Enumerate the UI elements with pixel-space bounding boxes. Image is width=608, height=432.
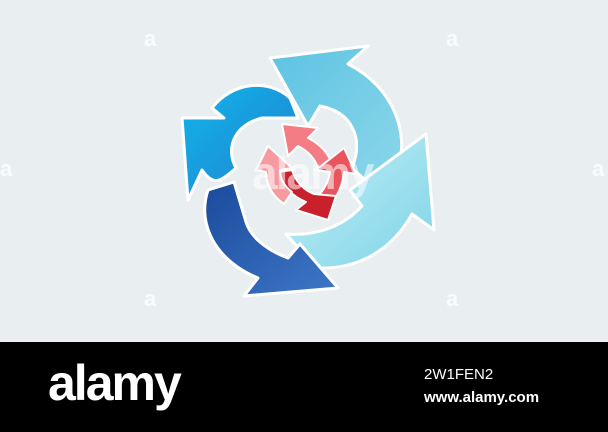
footer-bar: alamy 2W1FEN2 www.alamy.com [0, 342, 608, 432]
watermark-mark: a [144, 286, 157, 311]
watermark-mark: a [592, 156, 605, 181]
arrow-blue [180, 83, 300, 202]
brand-logo: alamy [48, 355, 182, 411]
cycle-arrows-graphic [180, 44, 436, 298]
arrow-dark-blue [203, 180, 340, 298]
center-watermark: alamy [252, 147, 374, 199]
inner-cycle-arrows [255, 123, 357, 221]
watermark-mark: a [446, 26, 459, 51]
image-area: alamy a a a a a a [0, 26, 605, 311]
watermark-mark: a [0, 156, 13, 181]
watermark-mark: a [446, 286, 459, 311]
image-id: 2W1FEN2 [424, 366, 494, 383]
site-url[interactable]: www.alamy.com [424, 389, 540, 406]
watermark-mark: a [144, 26, 157, 51]
